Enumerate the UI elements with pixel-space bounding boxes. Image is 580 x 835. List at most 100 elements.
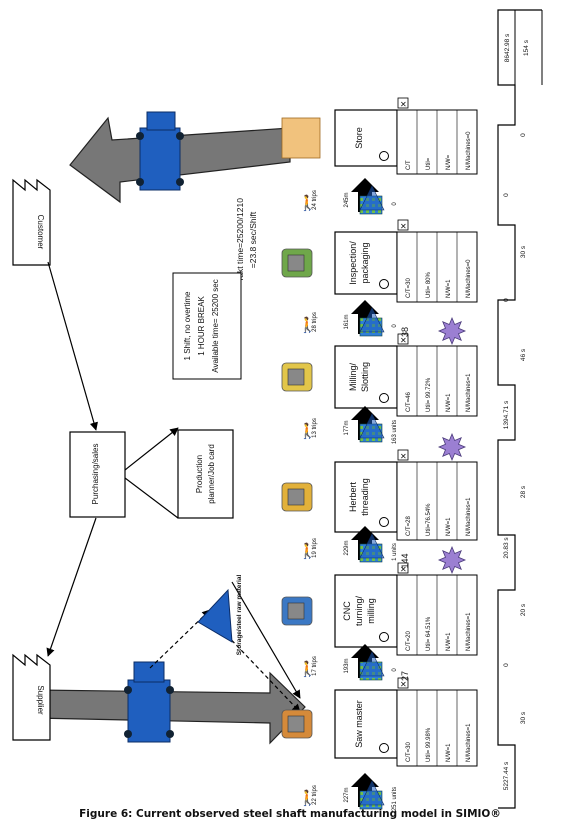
- worker-icon: 🚶: [298, 542, 317, 560]
- process-time-total: 154 s: [523, 39, 530, 56]
- inventory-units: 0: [392, 202, 398, 206]
- process-stat: Util= 64.51%: [426, 616, 432, 651]
- planner-label-2: planner/Job card: [207, 444, 216, 504]
- worker-icon: 🚶: [298, 660, 317, 678]
- queue-count: 144: [400, 553, 410, 568]
- operator-icon: ✕: [400, 100, 407, 109]
- process-name: Inspection/: [348, 241, 358, 285]
- wait-time-1: 0: [503, 663, 510, 667]
- figure-caption: Figure 6: Current observed steel shaft m…: [79, 808, 501, 820]
- planner-box: [177, 429, 234, 519]
- process-name: milling: [366, 598, 376, 624]
- customer-label: Customer: [36, 215, 45, 250]
- wait-time-5: 0: [503, 193, 510, 197]
- operator-box: [397, 219, 409, 231]
- worker-icon: 🚶: [298, 194, 317, 212]
- transport-trips: 24 trips: [312, 190, 318, 210]
- shift-info-box: [172, 272, 242, 380]
- supplier-label: Supplier: [36, 685, 45, 715]
- queue-count: 27: [400, 671, 410, 681]
- machine-detail-icon: [287, 602, 305, 620]
- inventory-units: 251 units: [392, 787, 398, 811]
- inventory-units: 0: [392, 324, 398, 328]
- defect-burst-icon: [437, 432, 467, 462]
- process-stat: N/W=1: [446, 743, 452, 762]
- process-stat: N/W=1: [446, 632, 452, 651]
- timeline: 5227.44 s 30 s 0 20 s 20.83 s 28 s 1394.…: [497, 9, 543, 809]
- process-stat: C/T=20: [406, 630, 412, 651]
- purchasing-box: [69, 431, 126, 518]
- truck-icon-customer: [136, 111, 184, 191]
- process-stat: C/T: [406, 160, 412, 170]
- process-stat: C/T=30: [406, 741, 412, 762]
- process-stat: N/Machines=1: [466, 612, 472, 651]
- shift-line-2: 1 HOUR BREAK: [197, 296, 206, 356]
- process-stat: Util=76.54%: [426, 503, 432, 536]
- store-shelf-icon: [281, 117, 321, 159]
- process-name: threading: [360, 478, 370, 516]
- cycle-icon: [379, 743, 389, 753]
- worker-icon: 🚶: [298, 316, 317, 334]
- process-stat: N/W=: [446, 154, 452, 170]
- process-stat: C/T=46: [406, 391, 412, 412]
- wait-time-3: 1394.71 s: [503, 400, 510, 429]
- process-stat: Util= 80%: [426, 271, 432, 298]
- transport-trips: 19 trips: [312, 538, 318, 558]
- process-stat: N/Machines=1: [466, 723, 472, 762]
- process-stat: N/W=1: [446, 279, 452, 298]
- process-name: Slotting: [360, 362, 370, 392]
- inventory-units: 163 units: [392, 420, 398, 444]
- process-box: [334, 109, 398, 167]
- machine-detail-icon: [287, 715, 305, 733]
- inventory-triangle-icon: [359, 307, 385, 333]
- process-stat: N/Machines=1: [466, 373, 472, 412]
- cycle-time-3: 46 s: [520, 348, 527, 361]
- cycle-time-2: 28 s: [520, 485, 527, 498]
- machine-detail-icon: [287, 254, 305, 272]
- cycle-icon: [379, 393, 389, 403]
- queue-count: 38: [400, 327, 410, 337]
- process-name: turning/: [354, 595, 364, 626]
- wait-time-0: 5227.44 s: [503, 761, 510, 790]
- process-stat: N/Machines=0: [466, 131, 472, 170]
- operator-icon: ✕: [400, 565, 407, 574]
- transport-trips: 28 trips: [312, 312, 318, 332]
- wait-time-4: 0: [503, 298, 510, 302]
- transport-trips: 17 trips: [312, 656, 318, 676]
- process-stat: C/T=28: [406, 515, 412, 536]
- operator-box: [397, 333, 409, 345]
- inventory-units: 1 units: [392, 543, 398, 561]
- shift-line-3: Available time= 25200 sec: [211, 279, 220, 372]
- cycle-time-0: 30 s: [520, 711, 527, 724]
- transport-trips: 13 trips: [312, 418, 318, 438]
- shift-line-1: 1 Shift, no overtime: [183, 291, 192, 360]
- machine-detail-icon: [287, 488, 305, 506]
- process-name: Saw master: [354, 700, 364, 748]
- operator-box: [397, 677, 409, 689]
- defect-burst-icon: [437, 545, 467, 575]
- process-name: Store: [354, 127, 364, 149]
- wait-time-2: 20.83 s: [503, 537, 510, 559]
- truck-icon-supplier: [124, 661, 174, 743]
- process-name: Herbert: [348, 481, 358, 512]
- cycle-icon: [379, 632, 389, 642]
- process-stat: N/W=1: [446, 517, 452, 536]
- process-stat: N/Machines=0: [466, 259, 472, 298]
- operator-box: [397, 562, 409, 574]
- operator-box: [397, 97, 409, 109]
- cycle-icon: [379, 517, 389, 527]
- transport-distance: 193m: [344, 658, 350, 673]
- transport-distance: 245m: [344, 192, 350, 207]
- inventory-units: 0: [392, 668, 398, 672]
- worker-icon: 🚶: [298, 789, 317, 807]
- process-name: packaging: [360, 242, 370, 283]
- cycle-time-5: 0: [520, 133, 527, 137]
- process-stat: N/Machines=1: [466, 497, 472, 536]
- operator-icon: ✕: [400, 680, 407, 689]
- transport-distance: 229m: [344, 540, 350, 555]
- information-flow: [46, 261, 301, 713]
- inventory-triangle-icon: [359, 651, 385, 677]
- process-stat: N/W=1: [446, 393, 452, 412]
- takt-line-2: =23.8 sec/Shift: [248, 211, 258, 268]
